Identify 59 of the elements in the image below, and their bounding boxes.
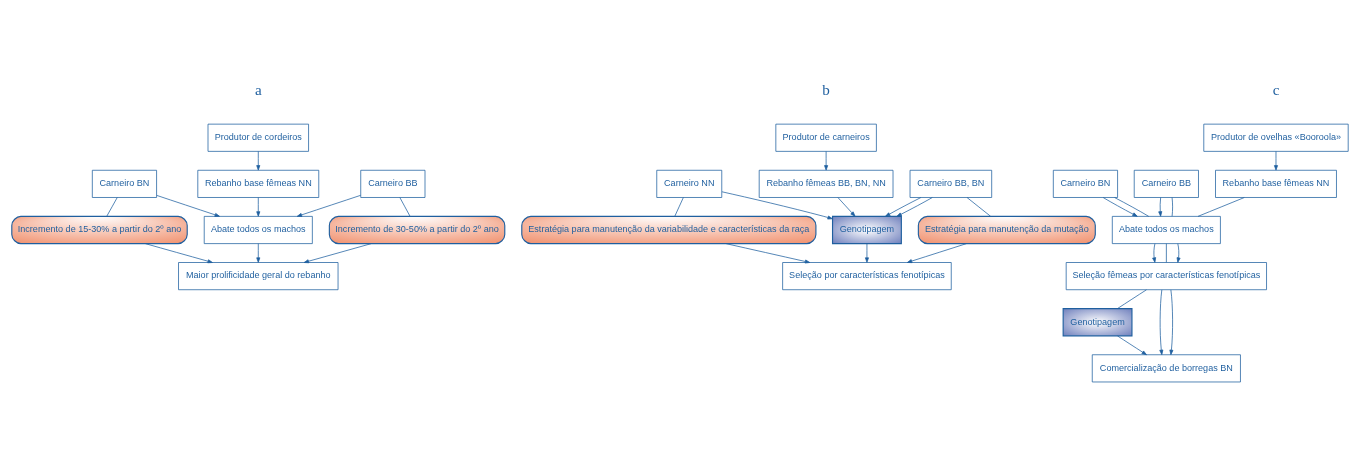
arrow xyxy=(1158,197,1163,217)
node-box: Estratégia para manutenção da variabilidade e características da raça xyxy=(521,215,817,245)
node-box: Carneiro BB xyxy=(1133,169,1199,198)
node-box: Carneiro NN xyxy=(656,169,723,198)
node-box: Rebanho base fêmeas NN xyxy=(197,169,320,198)
connector xyxy=(1117,289,1147,309)
node-box: Carneiro BN xyxy=(91,169,157,198)
arrow xyxy=(824,151,829,171)
arrow xyxy=(721,191,833,220)
connector xyxy=(674,197,684,217)
arrow xyxy=(256,151,261,171)
connector xyxy=(1197,197,1245,217)
arrow xyxy=(1176,243,1181,263)
node-box: Produtor de carneiros xyxy=(775,123,877,152)
arrow xyxy=(256,243,261,263)
connector xyxy=(399,197,411,217)
arrow xyxy=(296,194,361,217)
node-box: Carneiro BN xyxy=(1052,169,1118,198)
node-box: Genotipagem xyxy=(831,215,902,245)
arrow xyxy=(1152,243,1157,263)
node-box: Rebanho base fêmeas NN xyxy=(1215,169,1337,198)
arrow xyxy=(725,243,811,264)
connector xyxy=(1114,197,1150,217)
node-box: Abate todos os machos xyxy=(203,216,313,244)
arrow xyxy=(303,243,372,264)
arrow xyxy=(1274,151,1278,171)
label: a xyxy=(254,82,262,99)
node-box: Produtor de cordeiros xyxy=(207,123,309,152)
node-box: Abate todos os machos xyxy=(1111,216,1221,244)
arrow xyxy=(1102,197,1138,217)
label: c xyxy=(1272,82,1280,99)
node-box: Seleção por características fenotípicas xyxy=(782,262,952,291)
node-box: Comercialização de borregas BN xyxy=(1091,354,1241,383)
node-box: Produtor de ovelhas «Booroola» xyxy=(1203,123,1349,152)
connector xyxy=(1171,197,1173,217)
arrow xyxy=(865,243,869,263)
connector xyxy=(106,197,118,217)
arrow xyxy=(1159,289,1164,355)
label: b xyxy=(822,82,830,99)
arrow xyxy=(906,243,967,263)
arrow xyxy=(896,197,933,217)
node-box: Incremento de 30-50% a partir do 2º ano xyxy=(328,215,506,245)
arrow xyxy=(837,197,856,217)
connector xyxy=(966,197,992,217)
node-box: Seleção fêmeas por características fenotípicas xyxy=(1065,262,1267,291)
node-box: Genotipagem xyxy=(1062,308,1133,337)
node-box: Carneiro BB, BN xyxy=(909,169,993,198)
node-box: Rebanho fêmeas BB, BN, NN xyxy=(758,169,894,198)
node-box: Estratégia para manutenção da mutação xyxy=(917,215,1096,245)
arrow xyxy=(156,195,220,217)
arrow xyxy=(1117,335,1147,356)
connector xyxy=(1165,243,1167,263)
arrow xyxy=(885,197,922,217)
node-box: Carneiro BB xyxy=(360,169,426,198)
arrow xyxy=(256,197,261,217)
node-box: Maior prolificidade geral do rebanho xyxy=(178,262,339,291)
arrow xyxy=(1169,289,1174,355)
arrow xyxy=(145,243,213,264)
node-box: Incremento de 15-30% a partir do 2º ano xyxy=(11,215,188,245)
